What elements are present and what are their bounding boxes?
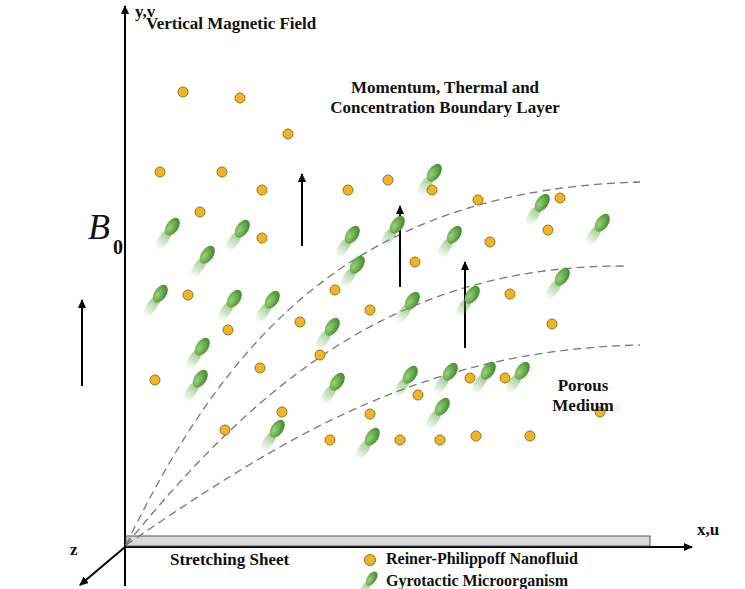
nanoparticle-dot	[413, 390, 423, 400]
axis-label: z	[70, 540, 78, 560]
boundary-layers	[126, 182, 640, 545]
nanoparticle-dot	[295, 317, 305, 327]
nanoparticle-dot	[500, 373, 510, 383]
nanoparticle-dot	[365, 305, 375, 315]
nanoparticle-dot	[410, 257, 420, 267]
microorganism	[352, 425, 383, 462]
microorganism	[377, 213, 408, 250]
microorganism	[434, 223, 465, 260]
nanoparticle-dot	[485, 237, 495, 247]
microorganism	[468, 359, 499, 396]
nanoparticle-dot	[473, 195, 483, 205]
nanoparticle-dot	[235, 93, 245, 103]
nanoparticle-dot	[183, 290, 193, 300]
microorganism	[252, 288, 283, 325]
nanoparticle-dot	[178, 87, 188, 97]
legend-microorganism-sample	[356, 569, 380, 589]
nanoparticle-dot	[465, 373, 475, 383]
z-axis	[80, 547, 125, 585]
nanoparticle-dot	[543, 225, 553, 235]
nanoparticle-dot	[547, 319, 557, 329]
microorganism	[414, 161, 445, 198]
nanoparticle-dot	[277, 407, 287, 417]
boundary-layer-label: Momentum, Thermal and Concentration Boun…	[300, 78, 590, 119]
legend-swatch	[364, 554, 376, 566]
nanoparticle-dot	[223, 325, 233, 335]
microorganism	[182, 335, 213, 372]
nanoparticle-dot	[330, 285, 340, 295]
nanoparticle-dot	[505, 289, 515, 299]
particles	[140, 87, 613, 462]
nanoparticle-dot	[283, 129, 293, 139]
field-subscript: 0	[113, 235, 123, 259]
axis-label: x,u	[697, 520, 719, 540]
microorganism	[332, 223, 363, 260]
nanoparticle-dot	[155, 167, 165, 177]
y-axis	[124, 6, 126, 586]
microorganism	[214, 287, 245, 324]
microorganism	[422, 395, 453, 432]
medium-label: Porous Medium	[538, 376, 628, 417]
nanoparticle-dot	[195, 207, 205, 217]
field-symbol: B	[88, 206, 110, 249]
nanoparticle-dot	[255, 363, 265, 373]
sheet-label: Stretching Sheet	[170, 550, 289, 570]
nanoparticle-dot	[525, 431, 535, 441]
microorganism	[542, 265, 573, 302]
nanoparticle-dot	[325, 435, 335, 445]
nanoparticle-dot	[257, 233, 267, 243]
legend-text: Reiner-Philippoff Nanofluid	[386, 549, 578, 568]
nanoparticle-dot	[257, 185, 267, 195]
microorganism	[152, 215, 183, 252]
microorganism	[337, 253, 368, 290]
microorganism	[312, 315, 343, 352]
nanoparticle-dot	[471, 431, 481, 441]
microorganism	[317, 370, 348, 407]
microorganism	[452, 283, 483, 320]
nanoparticle-dot	[343, 185, 353, 195]
nanoparticle-dot	[217, 167, 227, 177]
stretching-sheet	[126, 536, 650, 546]
nanoparticle-dot	[555, 193, 565, 203]
microorganism	[257, 417, 288, 454]
microorganism	[430, 360, 461, 397]
microorganism	[392, 289, 423, 326]
nanoparticle-dot	[365, 409, 375, 419]
field-arrows	[82, 174, 465, 386]
nanoparticle-dot	[395, 435, 405, 445]
nanoparticle-dot	[150, 375, 160, 385]
nanoparticle-dot	[435, 435, 445, 445]
microorganism	[390, 363, 421, 400]
microorganism	[582, 211, 613, 248]
microorganism	[180, 367, 211, 404]
microorganism	[522, 191, 553, 228]
nanoparticle-dot	[315, 350, 325, 360]
microorganism	[140, 282, 171, 319]
microorganism	[222, 217, 253, 254]
field-label: Vertical Magnetic Field	[146, 14, 316, 34]
nanoparticle-dot	[220, 425, 230, 435]
microorganism	[502, 359, 533, 396]
nanoparticle-dot	[383, 175, 393, 185]
legend-text: Gyrotactic Microorganism	[386, 571, 568, 589]
microorganism	[187, 243, 218, 280]
